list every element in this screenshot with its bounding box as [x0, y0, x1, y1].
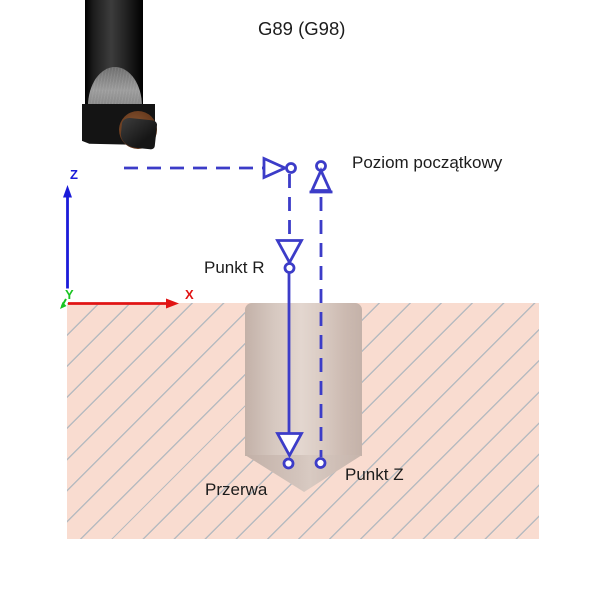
- arrow-right-icon: [262, 156, 289, 180]
- point-r-label: Punkt R: [204, 258, 265, 277]
- dwell-label: Przerwa: [205, 480, 268, 499]
- node-initial-level-icon: [285, 162, 297, 174]
- point-z-label: Punkt Z: [345, 465, 404, 484]
- bored-hole: [245, 303, 362, 456]
- diagram-title: G89 (G98): [258, 18, 346, 39]
- y-axis-arrow-icon: [60, 302, 67, 309]
- node-dwell-icon: [282, 457, 295, 470]
- arrow-up-icon: [309, 167, 333, 192]
- z-axis-label: Z: [70, 167, 78, 182]
- z-axis-arrow-icon: [63, 185, 72, 198]
- node-point-z-icon: [314, 457, 327, 469]
- y-axis-label: Y: [65, 287, 74, 302]
- node-point-r-icon: [283, 262, 296, 274]
- arrow-down-icon: [275, 432, 304, 459]
- x-axis-arrow-icon: [166, 298, 179, 309]
- x-axis-label: X: [185, 287, 194, 302]
- initial-level-label: Poziom początkowy: [352, 153, 503, 172]
- arrow-down-icon: [275, 239, 304, 266]
